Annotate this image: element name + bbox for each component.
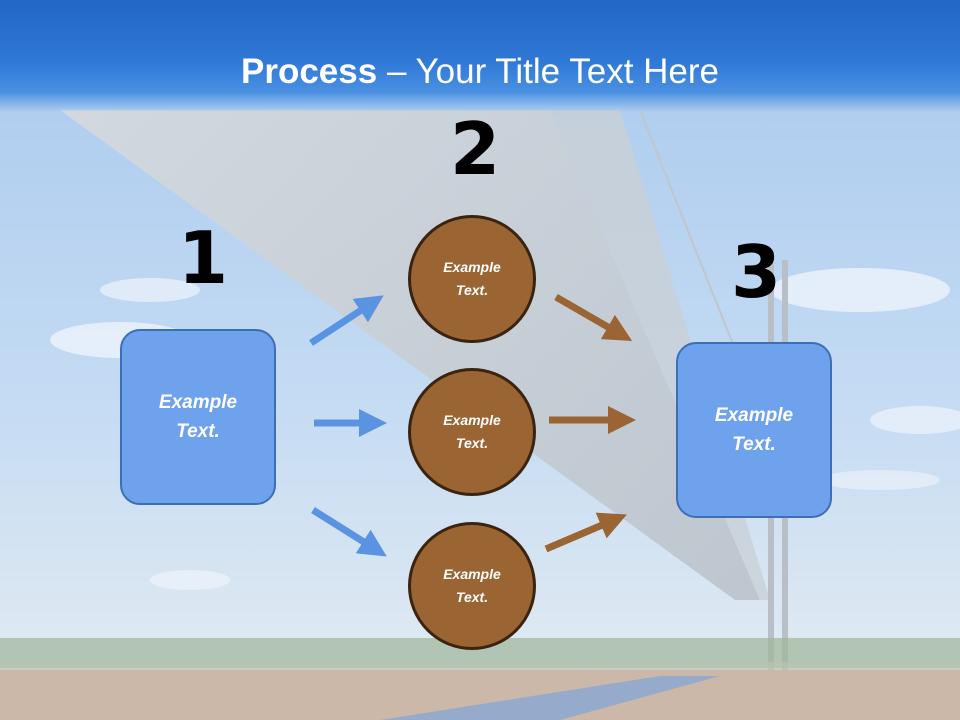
circle-top: Example Text. (408, 215, 536, 343)
title-rest: – Your Title Text Here (377, 52, 719, 91)
title-bold: Process (241, 52, 378, 91)
brown-arrow-up (544, 512, 627, 553)
step-number-1: 1 (178, 216, 229, 300)
circle-middle-text: Example Text. (443, 412, 501, 451)
circle-top-text: Example Text. (443, 259, 501, 298)
circle-bottom: Example Text. (408, 522, 536, 650)
brown-arrow-down (554, 293, 633, 342)
slide-title: Process – Your Title Text Here (0, 52, 960, 92)
step-3-text: Example Text. (714, 405, 794, 455)
blue-arrow-up (309, 295, 384, 346)
step-number-3: 3 (731, 230, 782, 314)
step-number-2: 2 (450, 107, 501, 191)
circle-bottom-text: Example Text. (443, 566, 501, 605)
step-1-box: Example Text. (120, 329, 276, 505)
blue-arrow-down (311, 507, 387, 557)
title-bar (0, 0, 960, 112)
step-1-text: Example Text. (158, 392, 238, 442)
step-3-box: Example Text. (676, 342, 832, 518)
circle-middle: Example Text. (408, 368, 536, 496)
